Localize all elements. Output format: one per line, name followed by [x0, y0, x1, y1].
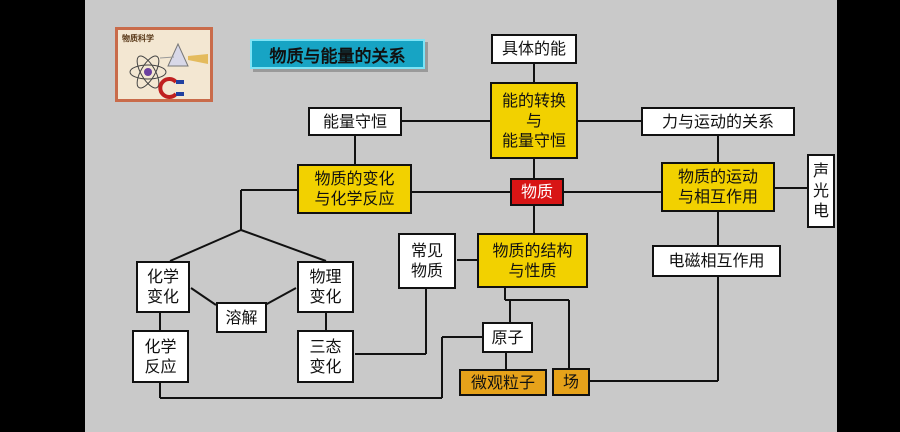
atom-prism-magnet-icon [129, 42, 208, 99]
physics-logo: 物质科学 [115, 27, 213, 102]
node-energy-conservation: 能量守恒 [308, 107, 402, 136]
slide-canvas: 物质科学 物质与能量的关系 具体的能 能的转换 与 能量守恒 能量守恒 力与运动… [85, 0, 837, 432]
node-common-matter: 常见 物质 [398, 233, 456, 289]
diagram-title: 物质与能量的关系 [250, 39, 425, 69]
node-matter-change: 物质的变化 与化学反应 [297, 164, 412, 214]
node-atom: 原子 [482, 322, 533, 353]
node-electromagnetic: 电磁相互作用 [652, 245, 781, 277]
connector-lines [159, 63, 807, 399]
node-field: 场 [552, 368, 590, 396]
node-dissolution: 溶解 [216, 302, 267, 333]
node-force-motion: 力与运动的关系 [641, 107, 795, 136]
node-specific-energy: 具体的能 [491, 34, 577, 64]
node-matter: 物质 [510, 178, 564, 206]
node-state-change: 三态 变化 [297, 330, 354, 383]
node-structure-property: 物质的结构 与性质 [477, 233, 588, 288]
node-energy-conversion: 能的转换 与 能量守恒 [490, 82, 578, 159]
node-physical-change: 物理 变化 [297, 261, 354, 313]
node-micro-particle: 微观粒子 [459, 369, 547, 396]
node-chemical-reaction: 化学 反应 [132, 330, 189, 383]
node-sound-light-electric: 声 光 电 [807, 154, 835, 228]
node-chemical-change: 化学 变化 [136, 261, 190, 313]
logo-label: 物质科学 [122, 34, 154, 43]
node-matter-motion: 物质的运动 与相互作用 [661, 162, 775, 212]
